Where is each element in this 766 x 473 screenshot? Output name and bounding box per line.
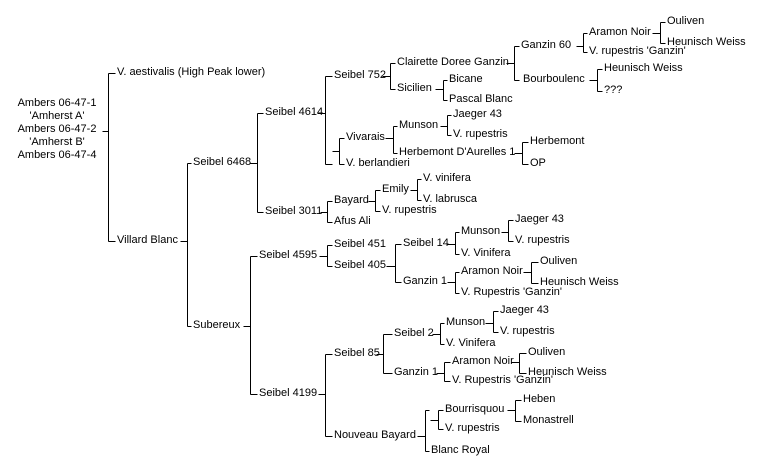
root-line-3: Ambers 06-47-2 (17, 123, 97, 135)
node-jaeger-43-2: Jaeger 43 (515, 213, 564, 225)
node-afus-ali: Afus Ali (334, 215, 371, 227)
node-bicane: Bicane (449, 73, 483, 85)
node-aramon-noir-2: Aramon Noir (461, 265, 523, 277)
node-v-rupestris-ganzin-1: V. rupestris 'Ganzin' (589, 45, 686, 57)
node-v-aestivalis: V. aestivalis (High Peak lower) (117, 66, 266, 78)
node-seibel-3011: Seibel 3011 (265, 205, 323, 217)
node-seibel-6468: Seibel 6468 (193, 156, 252, 168)
node-v-berlandieri: V. berlandieri (346, 157, 410, 169)
node-v-rupestris-5: V. rupestris (445, 422, 500, 434)
node-v-labrusca: V. labrusca (423, 193, 478, 205)
root-line-1: Ambers 06-47-1 (17, 97, 97, 109)
node-op: OP (530, 157, 546, 169)
node-heunisch-weiss-4: Heunisch Weiss (528, 366, 607, 378)
root-line-4: 'Amherst B' (29, 136, 85, 148)
node-v-rupestris-ganzin-2: V. Rupestris 'Ganzin' (461, 286, 563, 298)
node-jaeger-43-1: Jaeger 43 (453, 108, 502, 120)
node-heunisch-weiss-3: Heunisch Weiss (540, 276, 619, 288)
node-seibel-2: Seibel 2 (394, 327, 434, 339)
node-v-rupestris-2: V. rupestris (382, 204, 437, 216)
node-sicilien: Sicilien (397, 82, 432, 94)
node-seibel-4595: Seibel 4595 (259, 249, 318, 261)
node-munson-1: Munson (399, 119, 439, 131)
node-heunisch-weiss-2: Heunisch Weiss (604, 62, 683, 74)
node-monastrell: Monastrell (523, 414, 574, 426)
node-jaeger-43-3: Jaeger 43 (500, 304, 549, 316)
node-ouliven-1: Ouliven (667, 15, 705, 27)
root-line-5: Ambers 06-47-4 (17, 149, 97, 161)
node-munson-2: Munson (461, 225, 501, 237)
node-pascal-blanc: Pascal Blanc (449, 93, 513, 105)
node-seibel-4614: Seibel 4614 (265, 106, 324, 118)
node-herbemont-daurelles-1: Herbemont D'Aurelles 1 (399, 146, 516, 158)
node-ganzin-1-b: Ganzin 1 (394, 366, 439, 378)
node-v-vinifera-1: V. vinifera (423, 172, 471, 184)
node-v-rupestris-1: V. rupestris (453, 128, 508, 140)
node-seibel-85: Seibel 85 (334, 347, 380, 359)
node-seibel-405: Seibel 405 (334, 259, 386, 271)
node-v-rupestris-ganzin-3: V. Rupestris 'Ganzin' (452, 374, 554, 386)
node-seibel-752: Seibel 752 (334, 69, 386, 81)
node-bayard: Bayard (334, 194, 369, 206)
node-aramon-noir-1: Aramon Noir (589, 26, 651, 38)
node-ouliven-3: Ouliven (528, 346, 566, 358)
node-ouliven-2: Ouliven (540, 255, 578, 267)
node-blanc-royal: Blanc Royal (431, 444, 490, 456)
node-bourrisquou: Bourrisquou (445, 403, 505, 415)
node-seibel-451: Seibel 451 (334, 238, 386, 250)
node-v-vinifera-3: V. Vinifera (446, 337, 496, 349)
node-vivarais: Vivarais (346, 131, 385, 143)
node-aramon-noir-3: Aramon Noir (452, 355, 514, 367)
node-subereux: Subereux (193, 319, 241, 331)
root-line-2: 'Amherst A' (29, 110, 85, 122)
node-bourboulenc: Bourboulenc (523, 73, 585, 85)
node-nouveau-bayard: Nouveau Bayard (334, 429, 416, 441)
node-clairette-doree-ganzin: Clairette Doree Ganzin (397, 56, 509, 68)
node-villard-blanc: Villard Blanc (117, 234, 178, 246)
node-heben: Heben (523, 393, 556, 405)
node-v-rupestris-4: V. rupestris (500, 325, 555, 337)
node-munson-3: Munson (446, 316, 486, 328)
node-emily: Emily (382, 183, 409, 195)
node-herbemont: Herbemont (530, 135, 585, 147)
root-varieties: Ambers 06-47-1 'Amherst A' Ambers 06-47-… (10, 97, 104, 162)
node-heunisch-weiss-1: Heunisch Weiss (667, 36, 746, 48)
node-unknown-parent: ??? (604, 84, 623, 96)
node-v-rupestris-3: V. rupestris (515, 234, 570, 246)
node-ganzin-60: Ganzin 60 (521, 39, 572, 51)
node-ganzin-1-a: Ganzin 1 (403, 275, 448, 287)
node-v-vinifera-2: V. Vinifera (461, 247, 511, 259)
node-seibel-4199: Seibel 4199 (259, 387, 318, 399)
node-seibel-14: Seibel 14 (403, 237, 449, 249)
